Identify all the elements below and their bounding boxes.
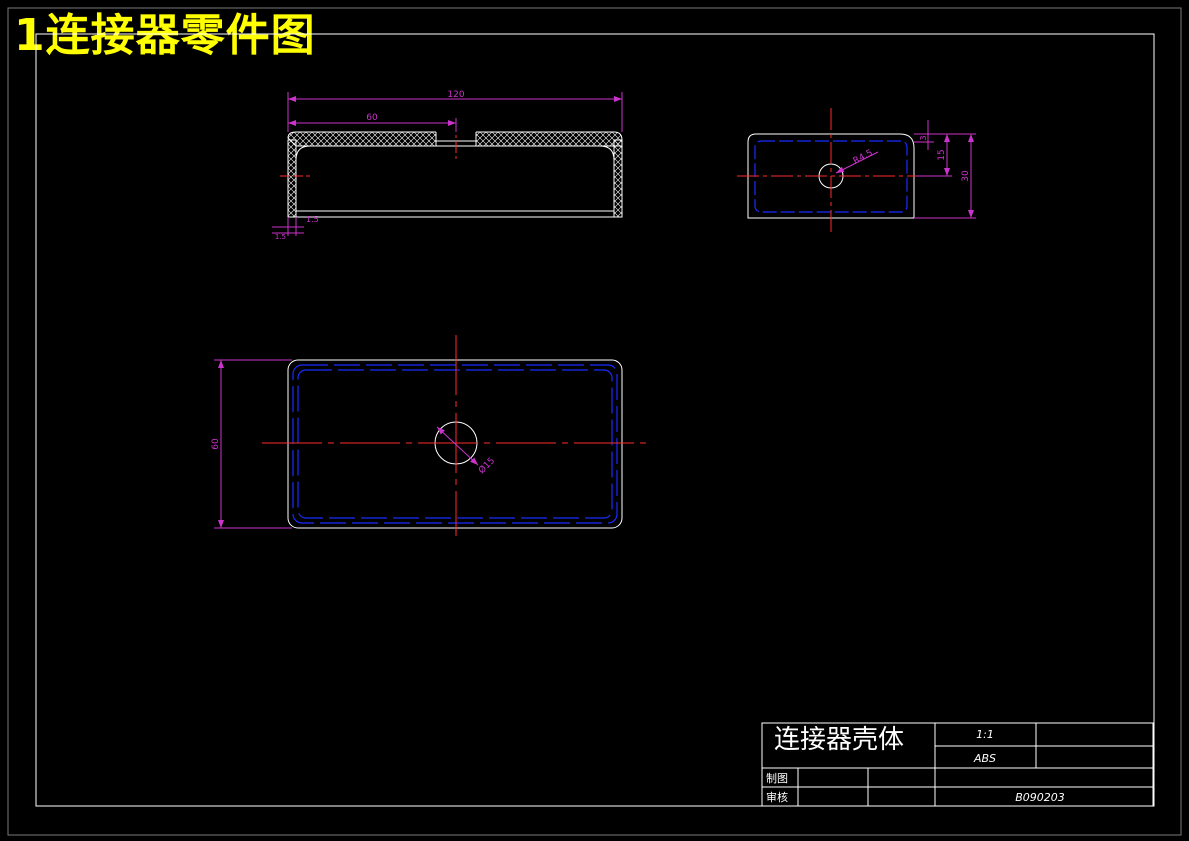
top-view: Ø15 60 — [211, 335, 652, 536]
front-section-left-wall — [287, 139, 297, 218]
top-outline — [287, 359, 623, 529]
dim-top: 3 — [919, 135, 928, 140]
dim-mid: 15 — [937, 149, 947, 160]
inner-frame — [35, 33, 1155, 807]
front-hole-gap — [436, 131, 476, 147]
side-view: R4.5 3 15 30 — [737, 108, 976, 236]
checked-label: 审核 — [766, 790, 788, 804]
dim-total: 120 — [447, 90, 464, 100]
title-block: 连接器壳体 1:1 ABS 制图 审核 B090203 — [761, 722, 1154, 807]
front-cavity-outline — [295, 145, 615, 217]
dim-wall-a: 1.5 — [306, 215, 319, 224]
dim-radius: R4.5 — [852, 148, 875, 166]
front-view: 120 60 1.5 1.5 — [272, 90, 623, 241]
dim-wall-b: 1.5 — [275, 233, 286, 241]
drawing-number: B090203 — [1015, 791, 1065, 804]
front-section-right-wall — [613, 139, 623, 218]
drawn-label: 制图 — [766, 772, 788, 785]
dim-height: 30 — [961, 170, 971, 182]
material-value: ABS — [973, 752, 996, 765]
scale-value: 1:1 — [976, 728, 994, 741]
top-hidden-outer — [292, 364, 618, 524]
dim-half: 60 — [366, 113, 378, 123]
outer-frame — [7, 7, 1182, 836]
side-outline — [747, 133, 915, 219]
dim-hole: Ø15 — [476, 455, 497, 476]
page-title: 1连接器零件图 — [14, 10, 316, 61]
part-name: 连接器壳体 — [774, 725, 904, 755]
top-hidden-inner — [297, 369, 613, 519]
dim-width: 60 — [211, 438, 221, 450]
